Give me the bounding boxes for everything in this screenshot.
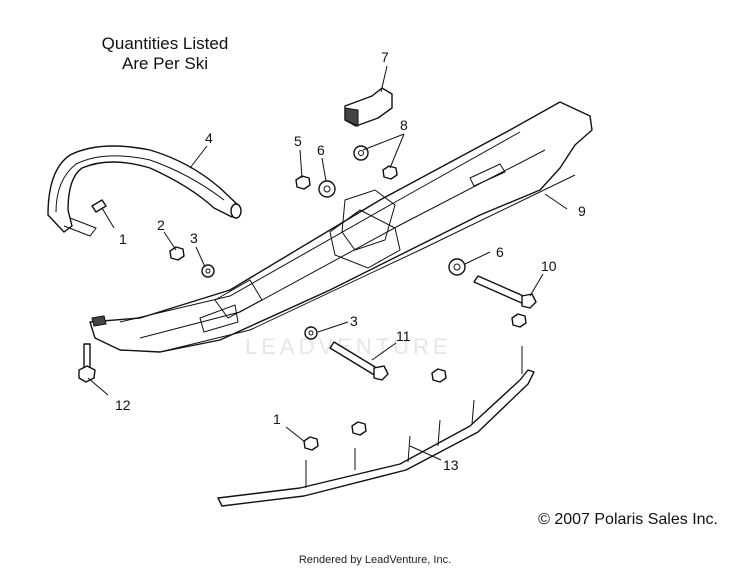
washer-part-6-upper[interactable] xyxy=(318,180,336,198)
callout-6-upper: 6 xyxy=(317,142,325,158)
callout-10: 10 xyxy=(541,258,557,274)
leader-lines xyxy=(87,65,568,461)
wear-block[interactable] xyxy=(344,87,393,127)
washer-part-8[interactable] xyxy=(353,145,369,161)
callout-11: 11 xyxy=(396,328,411,344)
callout-9: 9 xyxy=(578,203,586,219)
callout-1-upper: 1 xyxy=(119,231,127,247)
nut-part-10[interactable] xyxy=(511,313,527,328)
washer-part-6-right[interactable] xyxy=(448,258,466,276)
note-line-2: Are Per Ski xyxy=(122,54,208,73)
callout-2: 2 xyxy=(157,217,165,233)
nut-part-1-lower-a[interactable] xyxy=(303,436,319,451)
bolt-part-11[interactable] xyxy=(329,341,389,381)
clip-part-1[interactable] xyxy=(91,199,107,213)
bolt-part-10[interactable] xyxy=(473,275,537,309)
nut-part-5[interactable] xyxy=(295,175,311,190)
ski-loop-handle[interactable] xyxy=(47,145,242,237)
callout-13: 13 xyxy=(443,457,459,473)
bolt-part-12[interactable] xyxy=(78,343,96,383)
copyright-text: © 2007 Polaris Sales Inc. xyxy=(538,511,718,528)
callout-6-right: 6 xyxy=(496,244,504,260)
ski-body[interactable] xyxy=(89,101,593,353)
callout-1-lower: 1 xyxy=(273,411,281,427)
callout-7: 7 xyxy=(381,49,389,65)
washer-part-3-left[interactable] xyxy=(201,264,215,278)
callout-5: 5 xyxy=(294,133,302,149)
carbide-runner[interactable] xyxy=(217,346,535,507)
note-line-1: Quantities Listed xyxy=(101,34,229,53)
nut-part-1-lower-b[interactable] xyxy=(351,421,367,436)
callout-3-center: 3 xyxy=(350,313,358,329)
washer-part-3-center[interactable] xyxy=(304,326,318,340)
callout-3-left: 3 xyxy=(190,230,198,246)
nut-part-8[interactable] xyxy=(382,165,398,180)
callout-12: 12 xyxy=(115,397,131,413)
nut-part-2[interactable] xyxy=(169,246,185,261)
quantities-note: Quantities Listed Are Per Ski xyxy=(70,34,260,74)
callout-4: 4 xyxy=(205,130,213,146)
nut-part-11[interactable] xyxy=(431,368,447,383)
rendered-by-text: Rendered by LeadVenture, Inc. xyxy=(298,554,452,566)
callout-8: 8 xyxy=(400,117,408,133)
